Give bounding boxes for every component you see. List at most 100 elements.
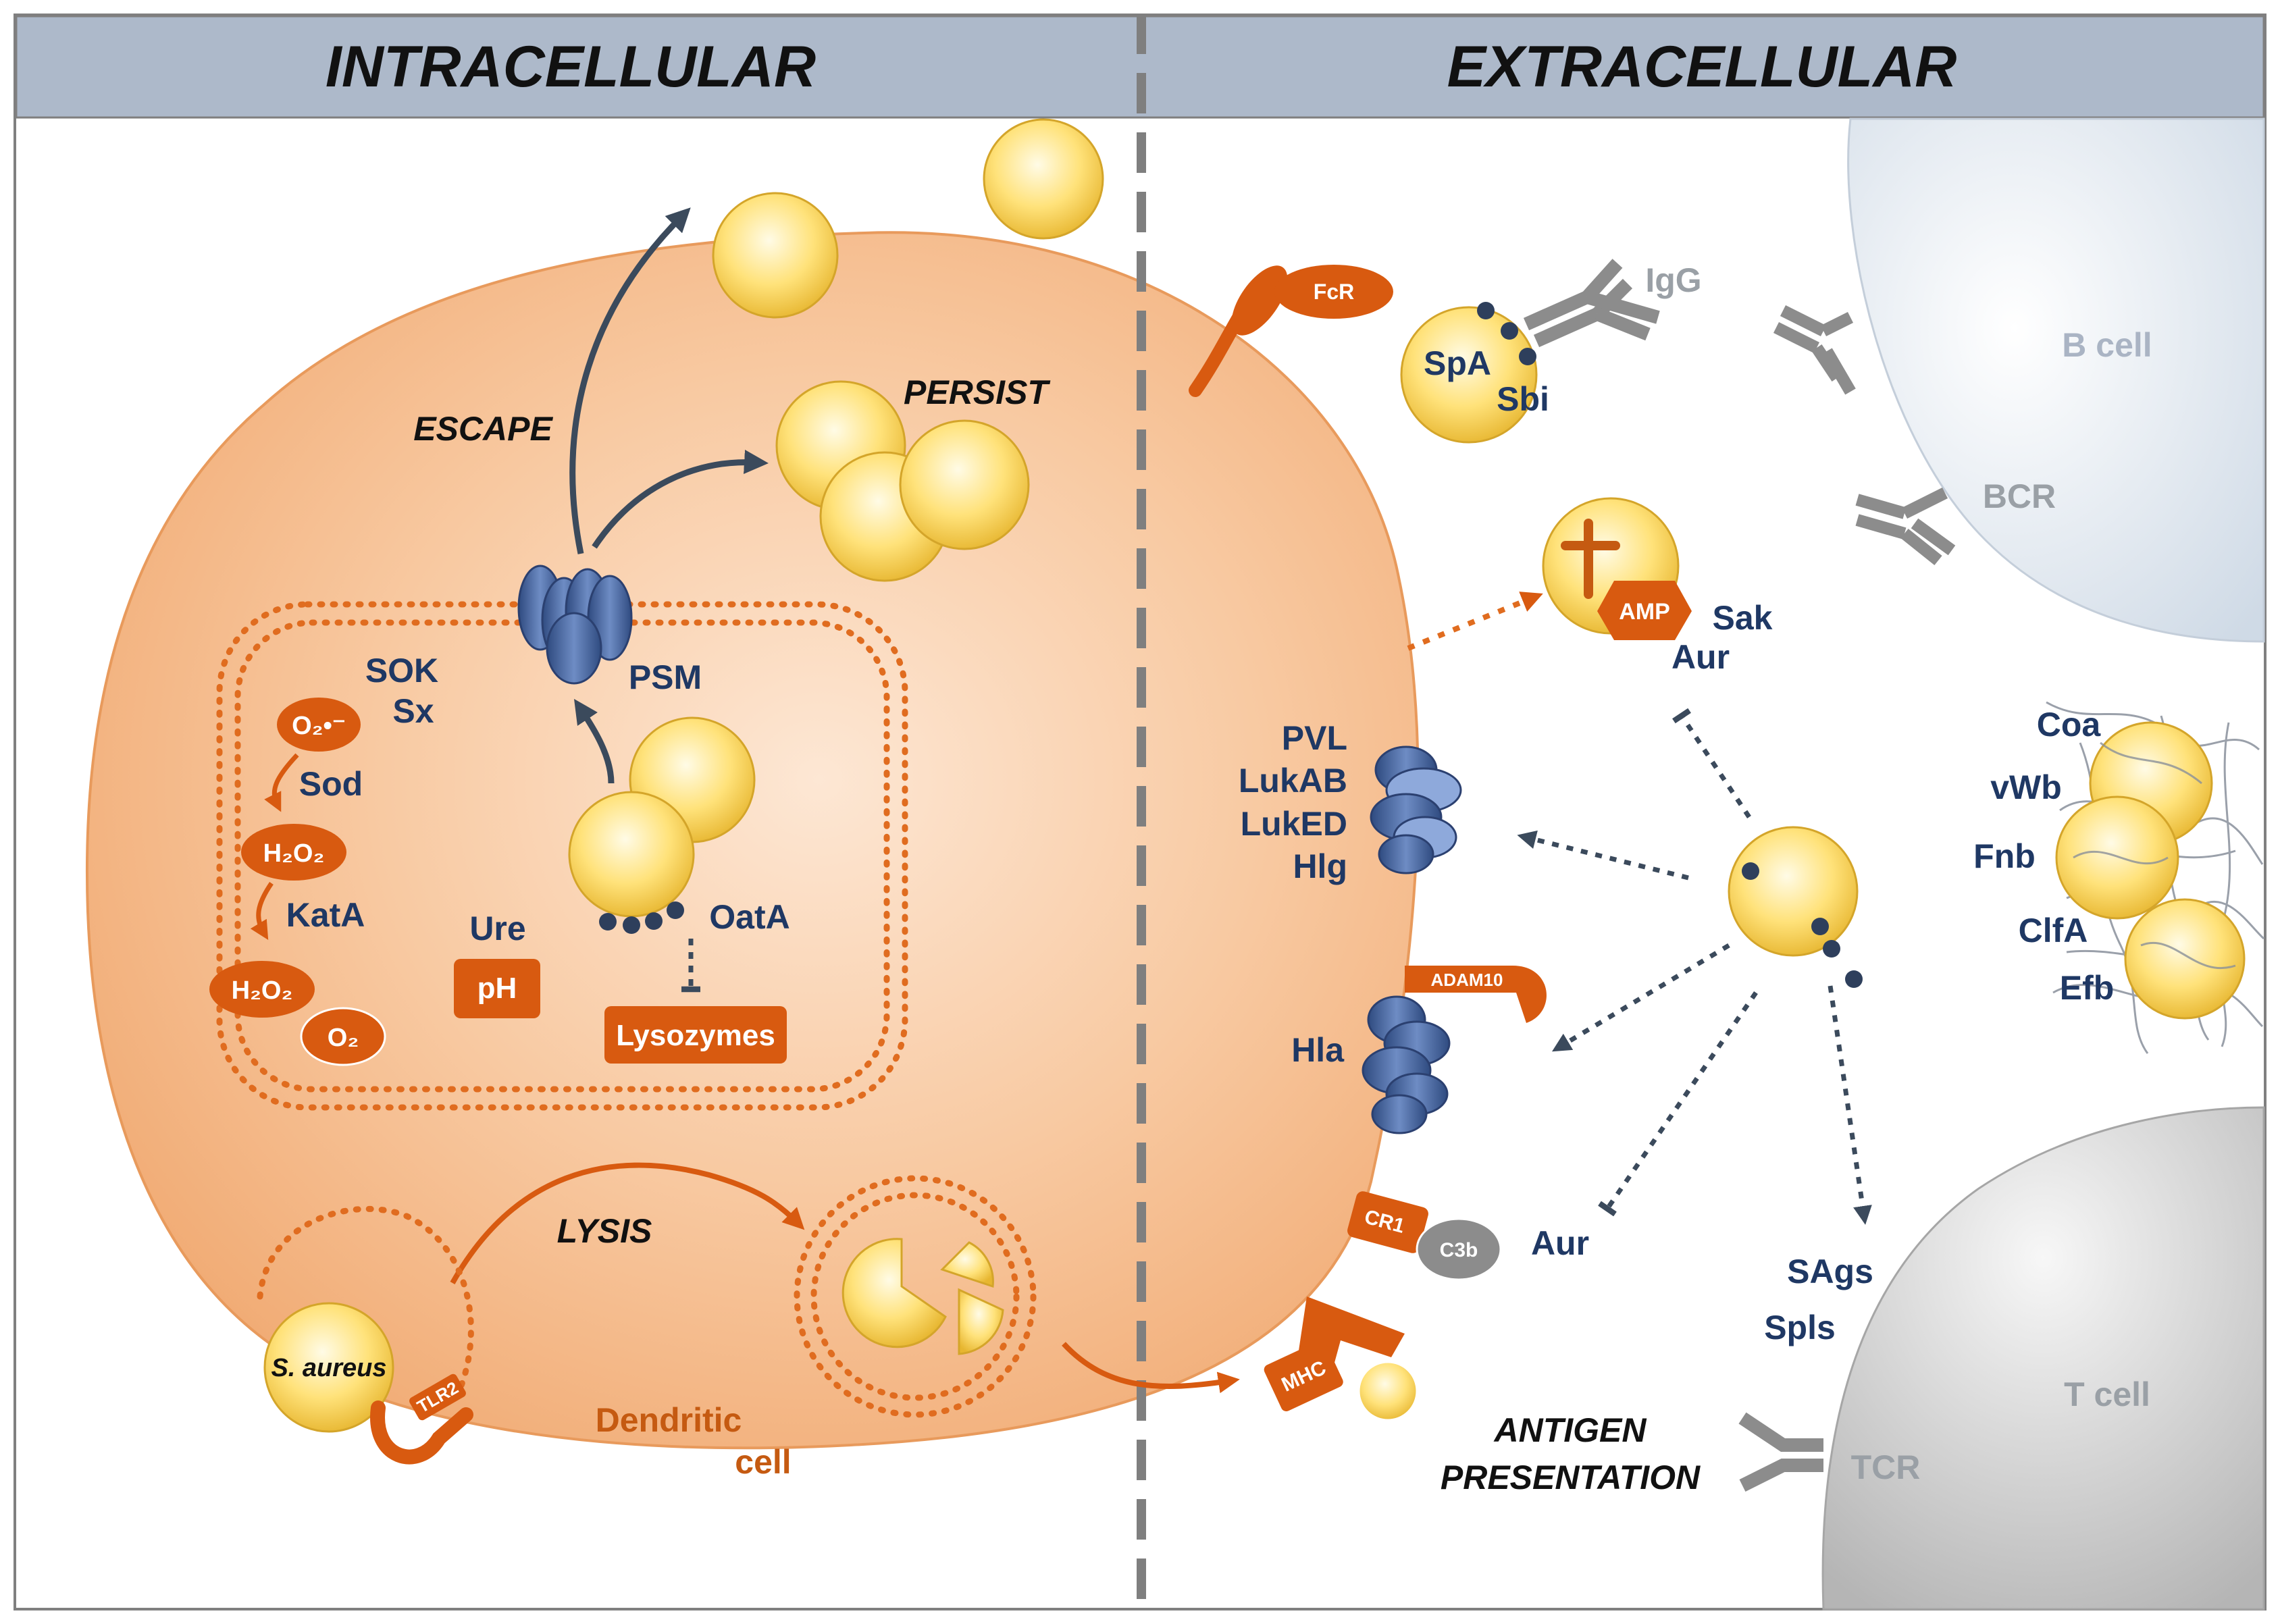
hla-pore (1362, 995, 1451, 1134)
s-aureus-bacterium (263, 1302, 394, 1433)
oata-dots (599, 901, 684, 934)
h2o2-oval-2 (209, 961, 315, 1018)
amp-label: AMP (1619, 599, 1670, 625)
phagocytic-cup (257, 1205, 474, 1394)
fcr-label: FcR (1314, 280, 1354, 304)
fcr-head (1274, 265, 1393, 319)
kata-label: KatA (286, 896, 365, 934)
oata-label: OatA (709, 898, 789, 936)
luked-label: LukED (1241, 805, 1347, 843)
aur-bottom-label: Aur (1531, 1224, 1589, 1262)
vwb-label: vWb (1990, 768, 2062, 806)
tcr-receptor (1738, 1412, 1823, 1492)
ure-label: Ure (469, 910, 525, 947)
bacterium-fragment-1 (841, 1238, 947, 1348)
bcr-receptor (1855, 487, 1956, 566)
ph-box (454, 959, 540, 1018)
bacterium-clot-3 (2124, 898, 2246, 1020)
igg-antibody (1523, 259, 1660, 348)
h2o2-oval-1 (241, 824, 346, 881)
h2o2-label-2: H₂O₂ (232, 976, 293, 1005)
bacterium-clot-2 (2055, 795, 2179, 920)
persist-arrow (592, 450, 769, 549)
spa-label: SpA (1424, 344, 1491, 382)
dendritic-label: Dendritic (596, 1401, 742, 1439)
lysis-label: LYSIS (557, 1212, 652, 1250)
c3b-label: C3b (1440, 1239, 1478, 1261)
fcr-body (1231, 265, 1288, 336)
sbi-label: Sbi (1497, 380, 1549, 418)
b-cell-label: B cell (2062, 326, 2152, 364)
clfa-label: ClfA (2019, 912, 2088, 949)
o2-label: O₂ (328, 1024, 359, 1052)
o2-oval (300, 1007, 386, 1066)
psm-arrow (574, 699, 615, 784)
adam10-receptor (1405, 966, 1547, 1023)
psm-label: PSM (629, 658, 702, 696)
sod-arrow (264, 753, 299, 812)
tlr2-receptor (370, 1400, 473, 1465)
sok-label: SOK (365, 652, 438, 689)
sod-label: Sod (299, 765, 363, 803)
efb-label: Efb (2060, 969, 2115, 1007)
lysis-arrow (450, 1162, 805, 1284)
fnb-label: Fnb (1973, 837, 2036, 875)
header-extracellular: EXTRACELLULAR (1447, 34, 1957, 99)
superoxide-label: O₂•⁻ (292, 712, 346, 740)
h2o2-label-1: H₂O₂ (263, 839, 325, 868)
bacterium-escaped (712, 192, 839, 319)
adam10-label: ADAM10 (1431, 970, 1503, 990)
ph-label: pH (477, 972, 517, 1005)
arrow-sags (1828, 985, 1872, 1225)
spls-label: Spls (1764, 1309, 1836, 1346)
cell-label: cell (735, 1443, 791, 1481)
bacterium-persist-3 (899, 419, 1030, 550)
pvl-label: PVL (1282, 719, 1347, 757)
arrow-hla (1551, 943, 1730, 1052)
bacterium-fragment-2 (958, 1288, 1004, 1355)
presentation-label: PRESENTATION (1441, 1459, 1701, 1496)
antigen-label: ANTIGEN (1493, 1411, 1647, 1449)
amp-hexagon (1597, 581, 1692, 640)
leukocidin-pore (1370, 745, 1462, 874)
hlg-label: Hlg (1293, 847, 1347, 885)
t-cell-label: T cell (2064, 1376, 2150, 1413)
escape-label: ESCAPE (413, 410, 553, 448)
amp-arrow (1407, 592, 1543, 651)
sak-label: Sak (1713, 599, 1773, 637)
superoxide-oval (277, 698, 361, 752)
hla-label: Hla (1291, 1031, 1345, 1069)
c3b-oval (1416, 1217, 1502, 1281)
psm-pore (517, 565, 633, 685)
b-cell (1847, 117, 2265, 643)
bacterium-fragment-3 (940, 1241, 994, 1288)
cross-icon (1561, 519, 1620, 599)
inhibit-aur-top (1672, 708, 1751, 818)
kata-arrow (250, 882, 274, 941)
dendritic-cell (85, 231, 1420, 1450)
header-intracellular: INTRACELLULAR (326, 34, 816, 99)
aur-top-label: Aur (1672, 638, 1730, 676)
fibrin-overlay (2073, 741, 2236, 970)
escape-arrow (569, 207, 691, 554)
tcr-label: TCR (1851, 1448, 1921, 1486)
bacterium-central (1728, 826, 1859, 957)
bacterium-intracellular-2 (568, 791, 695, 918)
persist-label: PERSIST (904, 373, 1051, 411)
s-aureus-label: S. aureus (271, 1354, 386, 1382)
antigen-arrow (1062, 1342, 1240, 1394)
bcr-label: BCR (1983, 477, 2056, 515)
igg-label: IgG (1645, 261, 1701, 299)
sx-label: Sx (392, 692, 434, 730)
lysozymes-box (604, 1006, 787, 1064)
b-cell-antibody (1773, 305, 1856, 395)
bacterium-spa (1400, 306, 1538, 444)
lysis-vacuole (794, 1175, 1037, 1418)
lukab-label: LukAB (1239, 762, 1347, 800)
coa-label: Coa (2037, 706, 2102, 743)
t-cell (1821, 1106, 2265, 1610)
antigen-bacterium (1356, 1359, 1420, 1423)
spa-dots (1477, 302, 1536, 365)
arrow-leukocidins (1517, 830, 1689, 881)
